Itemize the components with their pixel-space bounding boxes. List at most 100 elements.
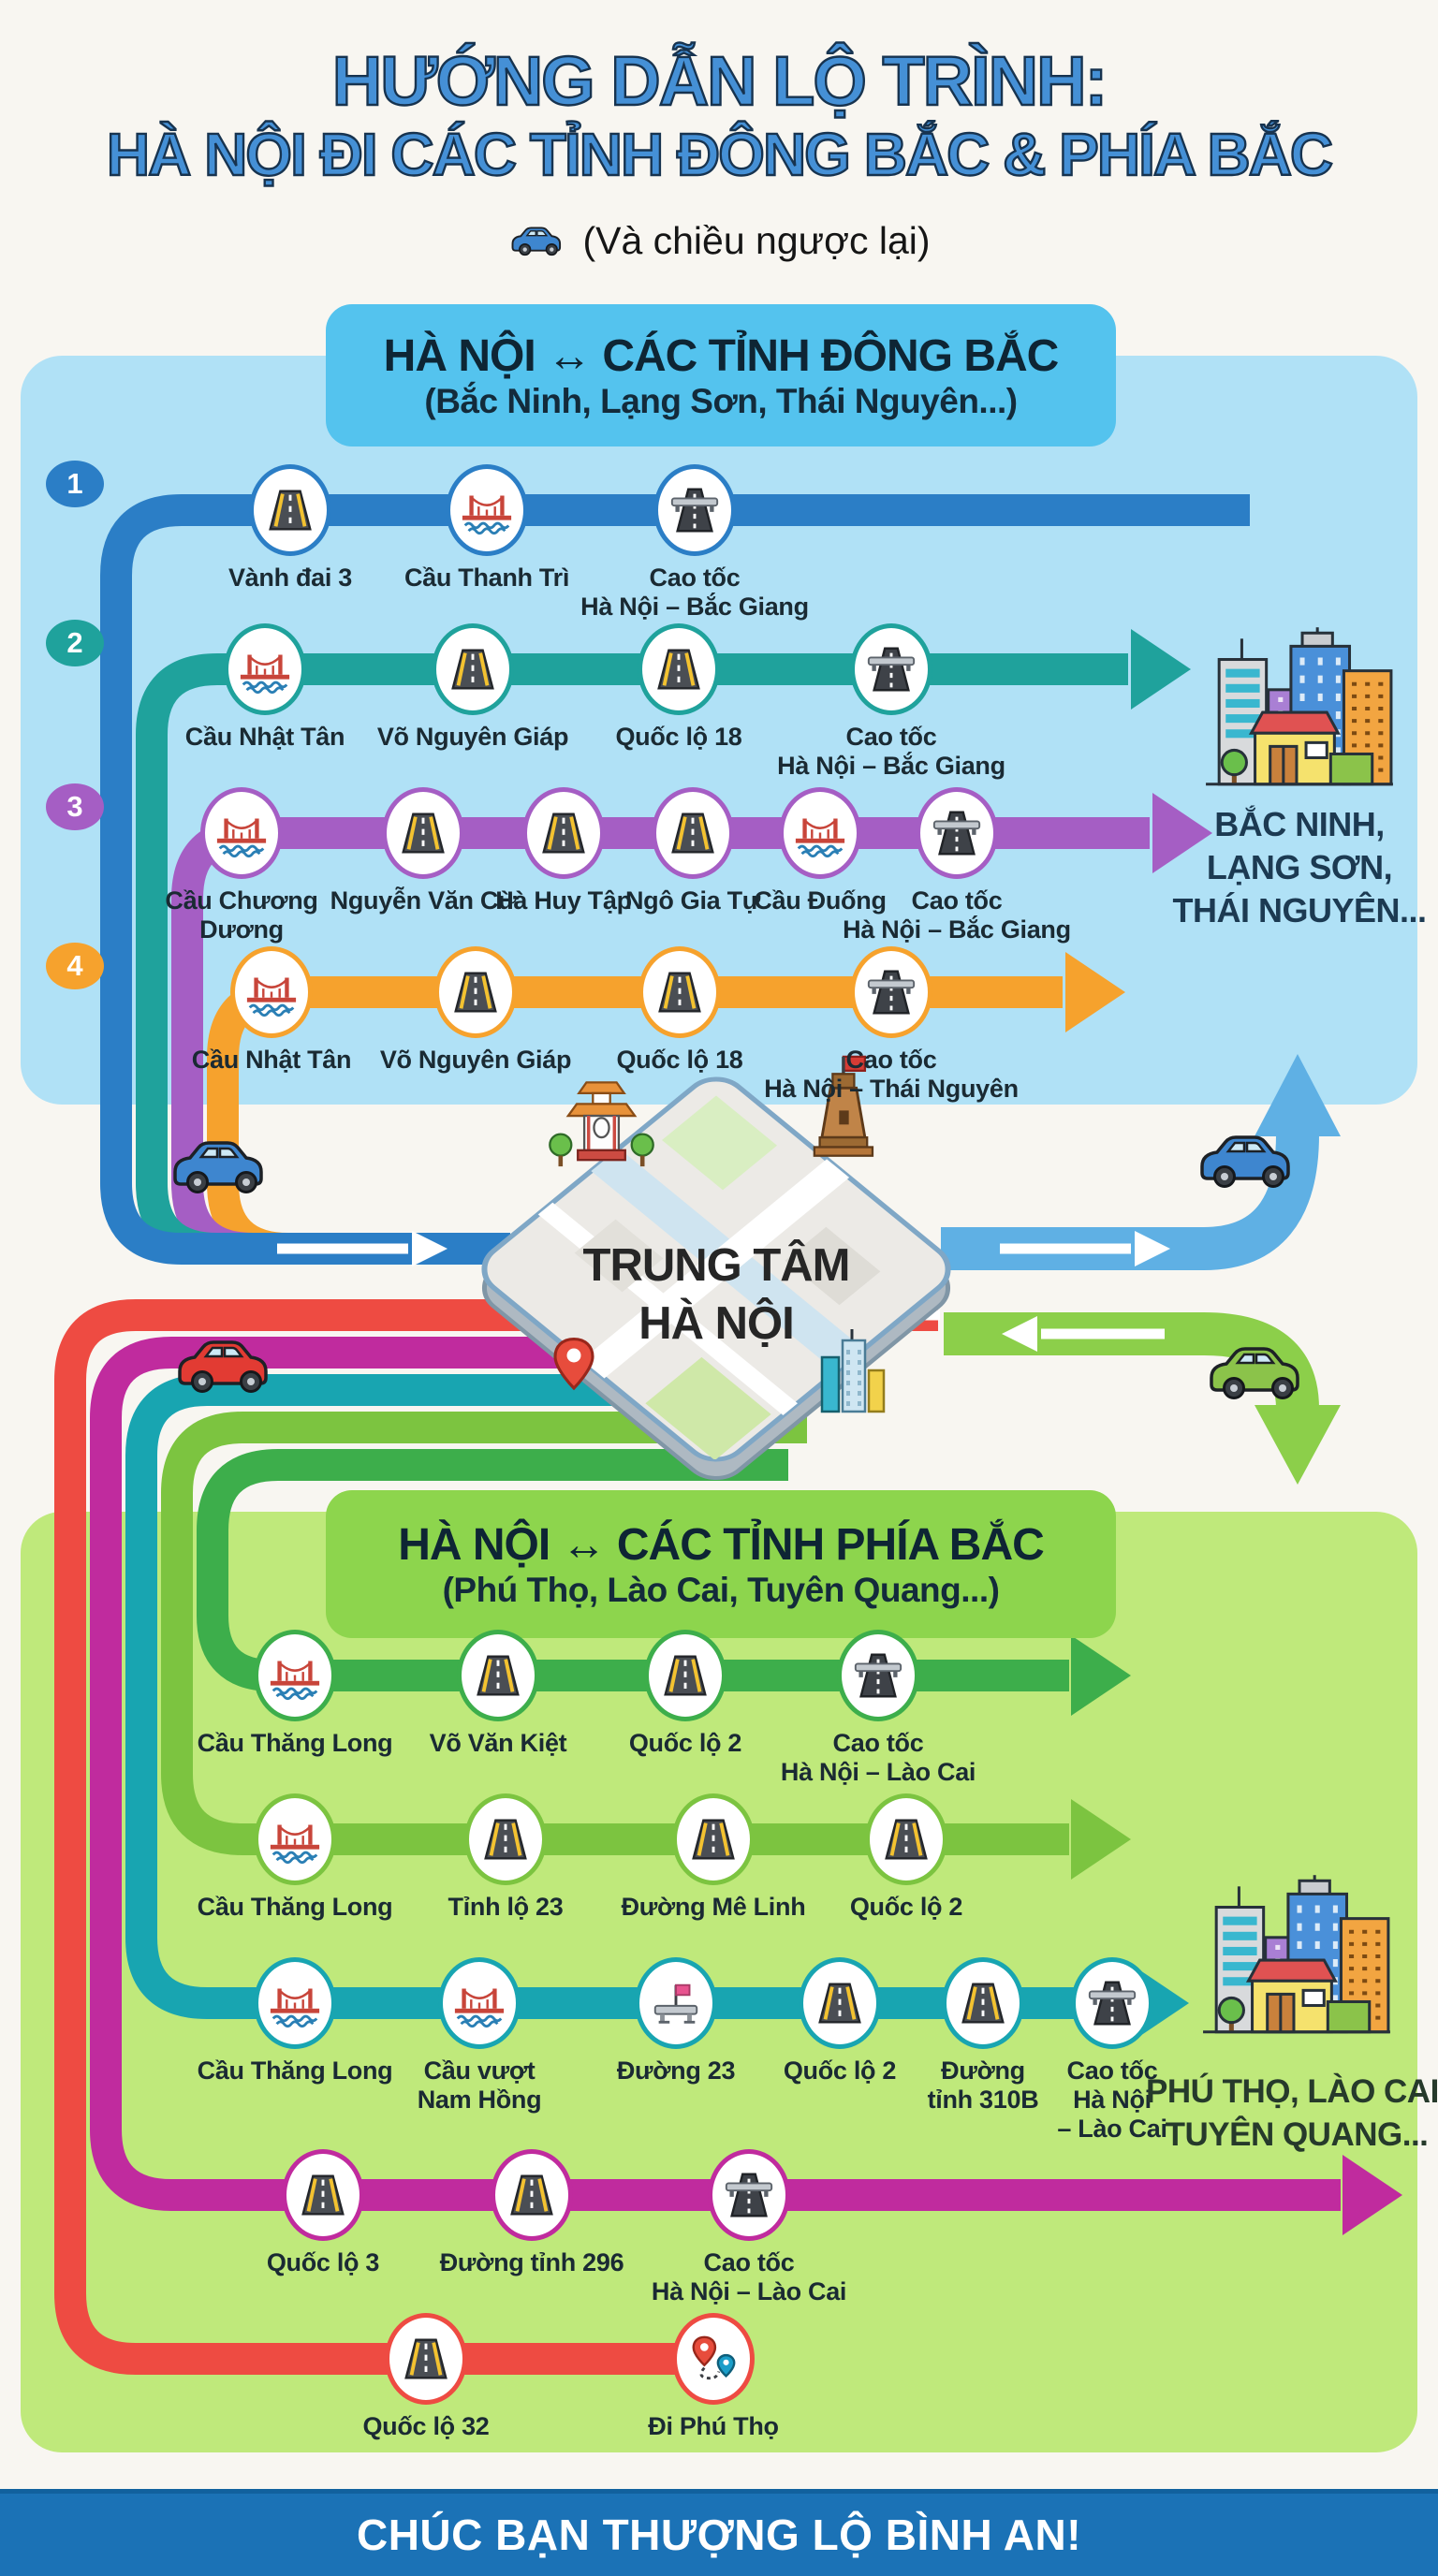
route-stop-label: Cao tốc Hà Nội – Thái Nguyên xyxy=(764,1046,1019,1103)
route-line xyxy=(100,494,1250,1265)
expressway-icon xyxy=(854,1653,902,1698)
route-stop xyxy=(522,787,605,879)
route-stop-label: Đường Mê Linh xyxy=(621,1893,806,1921)
route-stop xyxy=(916,787,998,879)
subtitle-text: (Và chiều ngược lại) xyxy=(582,219,931,262)
direction-arrow xyxy=(1000,1231,1170,1266)
car-icon xyxy=(507,219,569,263)
route-stop xyxy=(942,1957,1024,2049)
route-stop-label: Cao tốc Hà Nội – Lào Cai xyxy=(780,1729,976,1786)
route-stop-label: Nguyễn Văn Cừ xyxy=(330,886,517,915)
route-stop-label: Cầu Thăng Long xyxy=(197,1893,393,1921)
route-stop xyxy=(652,787,734,879)
route-stop-label: Cầu Đuống xyxy=(754,886,887,915)
route-stop-label: Cầu Nhật Tân xyxy=(184,723,345,751)
section-title: HÀ NỘI ↔ CÁC TỈNH PHÍA BẮC xyxy=(398,1519,1045,1570)
destination-label: PHÚ THỌ, LÀO CAI, TUYÊN QUANG... xyxy=(1145,2073,1438,2153)
route-stop xyxy=(230,946,313,1038)
route-line xyxy=(197,1449,1069,1691)
route-stop-label: Đường 23 xyxy=(616,2056,736,2085)
route-stop-label: Đường tỉnh 310B xyxy=(927,2056,1039,2114)
route-line xyxy=(125,1374,1128,2019)
route-arrowhead xyxy=(1071,1799,1131,1880)
route-stop xyxy=(385,2313,467,2405)
bridge-icon xyxy=(270,1661,320,1701)
route-stop-label: Cao tốc Hà Nội – Lào Cai xyxy=(651,2248,847,2305)
route-stop-label: Cầu Chương Dương xyxy=(165,886,318,944)
road-icon xyxy=(818,1983,861,2024)
route-stop xyxy=(434,946,517,1038)
route-stop-label: Quốc lộ 2 xyxy=(783,2056,897,2085)
page-title-line2: HÀ NỘI ĐI CÁC TỈNH ĐÔNG BẮC & PHÍA BẮC xyxy=(106,120,1335,189)
section-subtitle: (Bắc Ninh, Lạng Sơn, Thái Nguyên...) xyxy=(424,381,1018,420)
page-title-line1: HƯỚNG DẪN LỘ TRÌNH: xyxy=(331,41,1109,121)
route-stop xyxy=(254,1630,336,1721)
bridge-icon xyxy=(216,818,267,858)
route-stop xyxy=(850,623,932,715)
road-icon xyxy=(657,649,700,690)
bridge-icon xyxy=(795,818,845,858)
city-skyline-icon xyxy=(1203,1875,1390,2034)
destination-city-icon xyxy=(1200,622,1399,797)
route-stop-label: Cầu Thanh Trì xyxy=(404,564,570,592)
bridge-icon xyxy=(246,977,297,1017)
route-stop-label: Cầu Thăng Long xyxy=(197,1729,393,1757)
map-pin-icon xyxy=(553,1337,594,1391)
route-stop xyxy=(672,1793,755,1885)
route-number-badge: 3 xyxy=(46,783,104,830)
expressway-icon xyxy=(670,488,719,533)
route-stop xyxy=(382,787,464,879)
road-icon xyxy=(671,812,714,854)
route-stop xyxy=(249,464,331,556)
route-stop xyxy=(432,623,514,715)
connector-green-arrowhead xyxy=(1255,1405,1341,1485)
route-stop xyxy=(464,1793,547,1885)
destination-label: BẮC NINH, LẠNG SƠN, THÁI NGUYÊN... xyxy=(1172,805,1427,929)
route-stop xyxy=(200,787,283,879)
route-stop xyxy=(254,1793,336,1885)
road-icon xyxy=(885,1819,928,1860)
city-skyline-icon xyxy=(1206,627,1393,786)
road-icon xyxy=(402,812,445,854)
road-icon xyxy=(961,1983,1005,2024)
footer-text: CHÚC BẠN THƯỢNG LỘ BÌNH AN! xyxy=(356,2510,1082,2559)
subtitle-row: (Và chiều ngược lại) xyxy=(0,219,1438,263)
route-stop xyxy=(635,1957,717,2049)
route-stop-label: Võ Văn Kiệt xyxy=(429,1729,567,1757)
route-stop-label: Vành đai 3 xyxy=(227,564,353,592)
route-stop xyxy=(708,2149,790,2241)
road-icon xyxy=(692,1819,735,1860)
map-roads xyxy=(528,1095,881,1461)
footer-banner: CHÚC BẠN THƯỢNG LỘ BÌNH AN! xyxy=(0,2489,1438,2576)
route-stop-label: Đường tỉnh 296 xyxy=(439,2248,624,2276)
route-stop-label: Quốc lộ 2 xyxy=(849,1893,963,1921)
route-stop xyxy=(491,2149,573,2241)
center-label-line2: HÀ NỘI xyxy=(638,1297,794,1349)
route-stop-label: Quốc lộ 18 xyxy=(615,723,742,751)
route-stop-label: Cao tốc Hà Nội – Lào Cai xyxy=(1057,2056,1167,2143)
route-stop-label: Cầu Nhật Tân xyxy=(191,1046,352,1074)
route-stop-label: Tỉnh lộ 23 xyxy=(448,1893,564,1921)
bridge-icon xyxy=(270,1988,320,2028)
road-icon xyxy=(404,2338,448,2379)
route-stop-label: Đi Phú Thọ xyxy=(648,2412,779,2440)
route-stop xyxy=(254,1957,336,2049)
route-stop-label: Ngô Gia Tự xyxy=(624,886,761,915)
car-icon xyxy=(173,1141,263,1193)
route-line xyxy=(90,1337,1341,2211)
route-stop-label: Võ Nguyên Giáp xyxy=(379,1046,572,1074)
road-icon xyxy=(454,972,497,1013)
route-stop xyxy=(799,1957,881,2049)
road-icon xyxy=(510,2174,553,2216)
route-stop-label: Quốc lộ 3 xyxy=(266,2248,380,2276)
map-buildings-icon xyxy=(820,1329,886,1413)
route-arrowhead xyxy=(1071,1635,1131,1716)
direction-arrow xyxy=(1002,1316,1165,1352)
destination-city-icon xyxy=(1197,1869,1396,2044)
road-icon xyxy=(664,1655,707,1696)
route-stop-label: Võ Nguyên Giáp xyxy=(376,723,569,751)
route-stop xyxy=(837,1630,919,1721)
route-arrowhead xyxy=(1131,629,1191,710)
